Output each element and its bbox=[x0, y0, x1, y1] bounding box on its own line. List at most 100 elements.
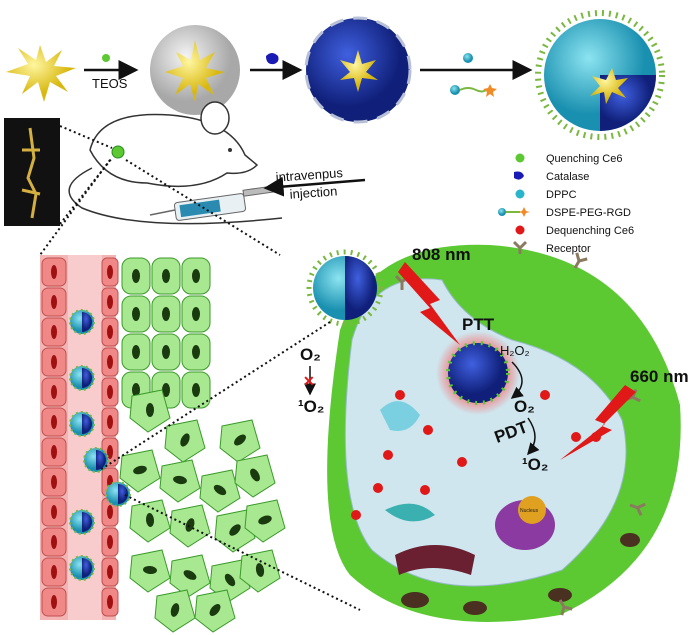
nanoparticle bbox=[69, 365, 95, 391]
tumor-cell-small bbox=[169, 554, 211, 598]
legend-label: Catalase bbox=[546, 171, 589, 183]
tumor-cell-small bbox=[159, 459, 201, 503]
zoom-line bbox=[125, 159, 281, 256]
tumor-cell-small bbox=[169, 504, 211, 548]
dspe-peg-rgd-icon bbox=[450, 84, 497, 97]
blood-vessel bbox=[40, 255, 131, 620]
tumor-cell-small bbox=[181, 333, 211, 371]
tumor-cell-small bbox=[151, 257, 181, 295]
label-nucleus: Nucleus bbox=[520, 508, 539, 514]
tumor-cell-small bbox=[181, 371, 211, 409]
label-o2-inner: O₂ bbox=[514, 397, 535, 416]
tumor-cell bbox=[327, 244, 681, 622]
label-h2o2: H₂O₂ bbox=[500, 343, 530, 358]
arrow-injection bbox=[263, 176, 366, 197]
dequenching-ce6-dot bbox=[351, 510, 361, 520]
tumor-cell-small bbox=[121, 257, 151, 295]
cyan-dot-icon bbox=[515, 189, 525, 199]
dequenching-ce6-dot bbox=[373, 483, 383, 493]
tumor-cell-small bbox=[239, 549, 281, 593]
dppc-icon bbox=[463, 53, 473, 63]
nanoparticle bbox=[83, 447, 109, 473]
dequenching-ce6-dot bbox=[420, 485, 430, 495]
catalase-icon bbox=[266, 53, 279, 65]
particle-at-membrane bbox=[306, 249, 384, 327]
zoom-line bbox=[99, 321, 331, 471]
red-dot-icon bbox=[515, 225, 525, 235]
tumor-cell-small bbox=[181, 295, 211, 333]
dequenching-ce6-dot bbox=[395, 390, 405, 400]
lipid-coated-nanoplatform bbox=[535, 10, 665, 140]
tumor-cell-small bbox=[151, 295, 181, 333]
gold-nanostar bbox=[6, 45, 76, 102]
receptor-icon bbox=[573, 252, 588, 269]
dequenching-ce6-dot bbox=[383, 450, 393, 460]
mouse-illustration bbox=[68, 101, 283, 225]
legend-label: Dequenching Ce6 bbox=[546, 225, 634, 237]
particle-in-cell bbox=[436, 331, 520, 415]
label-teos: TEOS bbox=[92, 76, 128, 91]
zoom-line bbox=[124, 494, 361, 611]
blue-blob-icon bbox=[514, 171, 524, 180]
tumor-cell-small bbox=[121, 333, 151, 371]
nanoparticle bbox=[69, 411, 95, 437]
label-injection-2: injection bbox=[289, 183, 338, 201]
tumor-cell-small bbox=[164, 419, 206, 463]
syringe bbox=[149, 184, 284, 221]
tumor-cell-small bbox=[214, 509, 256, 553]
green-dot-icon bbox=[515, 153, 525, 163]
dequenching-ce6-dots bbox=[351, 390, 601, 520]
label-singlet-o2-outer: ¹O₂ bbox=[298, 397, 324, 416]
arrow-h2o2-to-o2 bbox=[510, 361, 524, 399]
tumor-cell-small bbox=[244, 499, 286, 543]
organelles: Nucleus bbox=[380, 401, 555, 575]
receptor-icon bbox=[558, 599, 573, 616]
tumor-cell-small bbox=[154, 589, 196, 633]
catalase-loaded-particle bbox=[304, 16, 412, 124]
nanoparticle bbox=[69, 555, 95, 581]
label-injection-1: intravenpus bbox=[275, 165, 344, 185]
tumor-cell-small bbox=[129, 499, 171, 543]
y-receptor-icon bbox=[512, 240, 528, 254]
tumor-cell-small bbox=[129, 389, 171, 433]
label-808nm: 808 nm bbox=[412, 245, 471, 264]
silica-coated-star bbox=[150, 25, 240, 115]
tumor-tissue-cells bbox=[119, 257, 286, 633]
legend-label: Quenching Ce6 bbox=[546, 153, 622, 165]
nanoparticle bbox=[69, 309, 95, 335]
legend-label: DPPC bbox=[546, 189, 577, 201]
tumor-cell-small bbox=[121, 295, 151, 333]
tumor-cell-small bbox=[234, 454, 276, 498]
label-ptt: PTT bbox=[462, 315, 495, 334]
lipid-star-icon bbox=[498, 207, 530, 217]
xray-skeleton bbox=[21, 127, 41, 219]
tumor-cell-small bbox=[194, 589, 236, 633]
label-o2-outer: O₂ bbox=[300, 345, 321, 364]
blocked-x-icon: ✕ bbox=[303, 373, 315, 389]
laser-808-bolt-icon bbox=[398, 262, 460, 345]
ce6-dot-icon bbox=[102, 54, 110, 62]
dequenching-ce6-dot bbox=[457, 457, 467, 467]
tumor-cell-small bbox=[199, 469, 241, 513]
receptor-icon bbox=[629, 502, 646, 517]
legend-label: Receptor bbox=[546, 243, 591, 255]
legend-label: DSPE-PEG-RGD bbox=[546, 207, 631, 219]
label-singlet-o2-inner: ¹O₂ bbox=[522, 455, 548, 474]
dequenching-ce6-dot bbox=[423, 425, 433, 435]
label-660nm: 660 nm bbox=[630, 367, 689, 386]
tumor-cell-small bbox=[219, 419, 261, 463]
tumor-cell-small bbox=[181, 257, 211, 295]
arrow-o2-to-singlet bbox=[527, 417, 540, 456]
zoom-line bbox=[59, 157, 113, 225]
dequenching-ce6-dot bbox=[571, 432, 581, 442]
nanoparticle bbox=[69, 509, 95, 535]
tumor-cell-small bbox=[129, 549, 171, 593]
tumor-cell-small bbox=[119, 449, 161, 493]
nanoparticle bbox=[105, 481, 131, 507]
tumor-cell-small bbox=[151, 333, 181, 371]
laser-660-bolt-icon bbox=[560, 385, 636, 460]
dequenching-ce6-dot bbox=[540, 390, 550, 400]
